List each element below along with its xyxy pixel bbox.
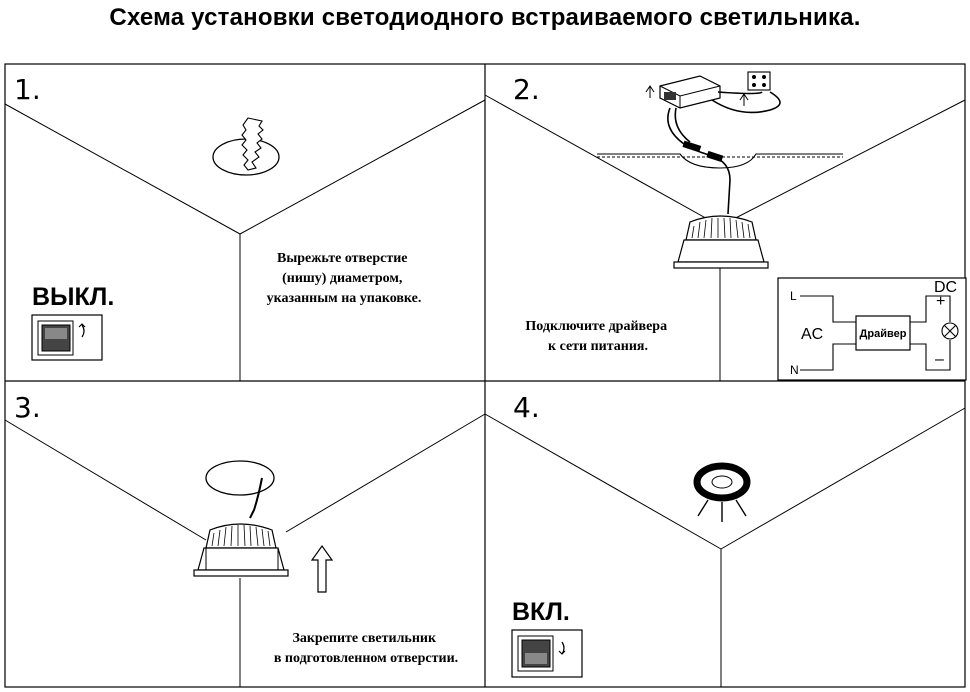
- l-label: L: [790, 289, 797, 303]
- driver-block: [855, 315, 911, 351]
- wiring-schematic: L N AC DC + – Драйвер: [777, 277, 967, 381]
- instruction-line: (нишу) диаметром,: [282, 271, 402, 286]
- room-corner-lines: [484, 407, 966, 687]
- switch-off-icon: [31, 314, 103, 361]
- panel-3: 3. Закрепите светильник в подготовленном…: [4, 391, 486, 687]
- step-number: 3.: [14, 391, 41, 424]
- plus-label: +: [936, 293, 945, 310]
- instruction-line: Закрепите светильник: [292, 631, 437, 646]
- svg-text:Подключите драйвера к се: Подключите драйвера к сети питания.: [525, 319, 670, 354]
- dc-label: DC: [934, 279, 957, 296]
- room-corner-lines: [4, 413, 486, 687]
- saw-cutting-hole-icon: [212, 117, 280, 176]
- instruction-line: указанным на упаковке.: [267, 291, 422, 306]
- n-label: N: [790, 363, 799, 377]
- step-number: 2.: [513, 73, 540, 106]
- downlight-fixture-icon: [193, 523, 289, 577]
- driver-label: Драйвер: [860, 328, 907, 340]
- terminal-block-icon: [739, 71, 771, 106]
- driver-disc-icon: [205, 460, 275, 519]
- downlight-fixture-icon: [673, 215, 769, 269]
- svg-text:Вырежьте отверстие (нишу: Вырежьте отверстие (нишу) диаметром, ука…: [267, 251, 422, 306]
- instruction-line: Вырежьте отверстие: [277, 251, 408, 266]
- instruction-line: Подключите драйвера: [525, 319, 667, 334]
- instruction-line: в подготовленном отверстии.: [274, 651, 458, 666]
- step-number: 1.: [14, 73, 41, 106]
- switch-on-label: ВКЛ.: [512, 598, 570, 626]
- switch-off-label: ВЫКЛ.: [32, 283, 114, 311]
- panel-4: 4. ВКЛ.: [484, 391, 966, 687]
- up-arrow-icon: [310, 544, 334, 593]
- step-number: 4.: [513, 391, 540, 424]
- room-corner-lines: [4, 99, 486, 381]
- cable-icon: [667, 91, 781, 215]
- svg-text:Закрепите светильник в п: Закрепите светильник в подготовленном от…: [274, 631, 458, 666]
- page-title: Схема установки светодиодного встраиваем…: [109, 4, 861, 31]
- minus-label: –: [935, 351, 944, 368]
- instruction-line: к сети питания.: [548, 339, 648, 354]
- driver-box-icon: [645, 75, 721, 109]
- switch-on-icon: [511, 629, 583, 678]
- panel-1: 1. Вырежьте отверстие (нишу) диаметром, …: [4, 73, 486, 381]
- ac-label: AC: [801, 326, 823, 343]
- panel-2: 2.: [484, 71, 967, 381]
- glowing-light-icon: [693, 462, 751, 522]
